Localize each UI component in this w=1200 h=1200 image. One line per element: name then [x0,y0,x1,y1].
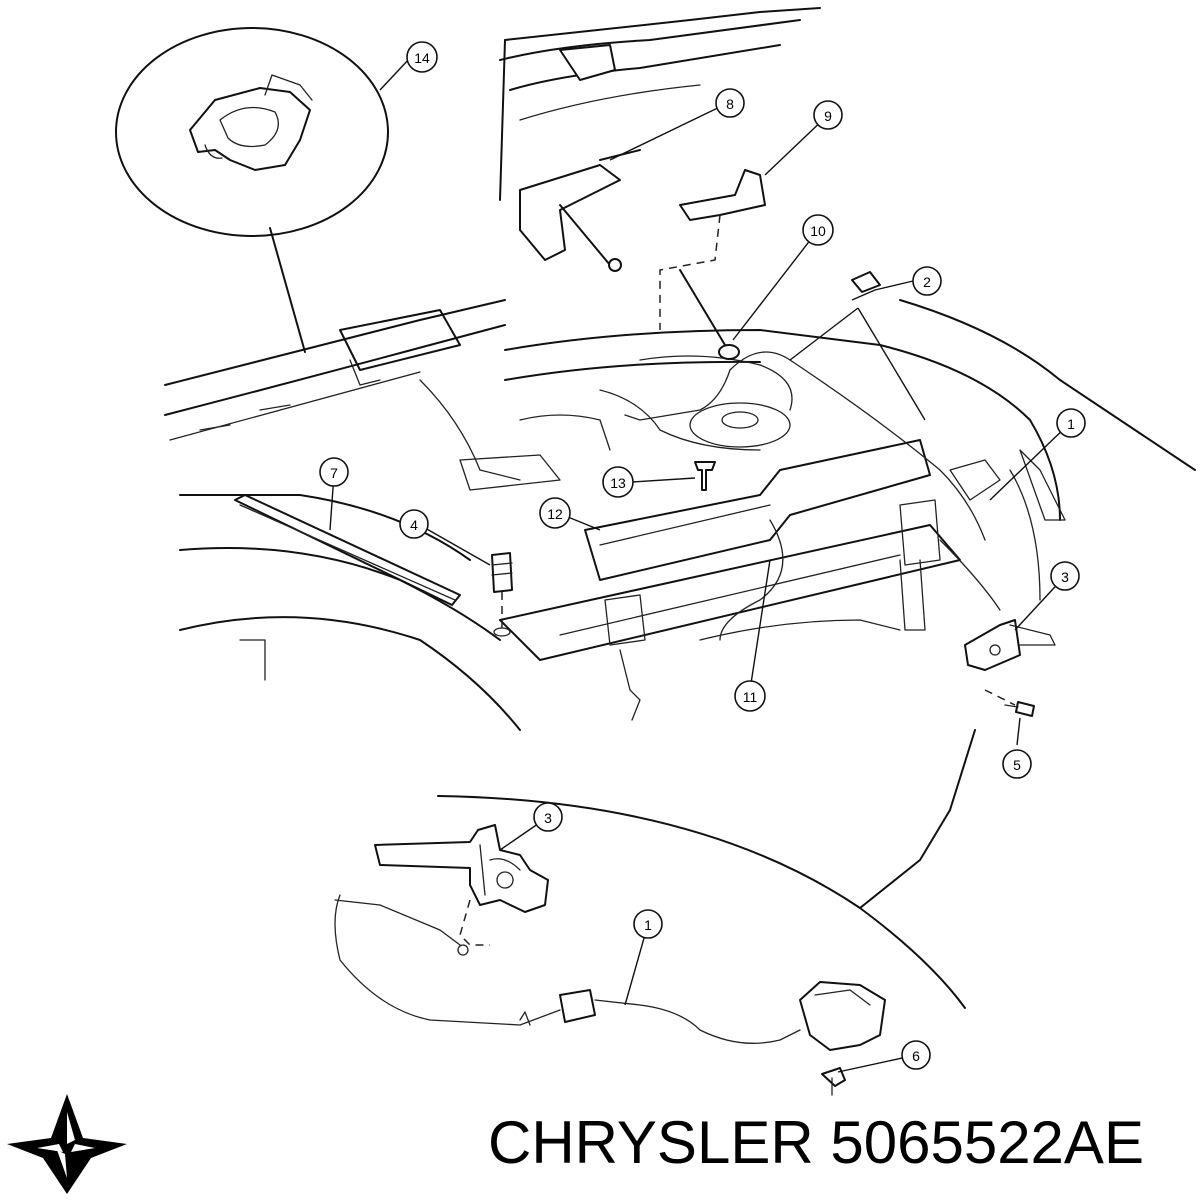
lower-detail-view [437,729,976,1009]
push-pin-13 [694,461,716,491]
pentastar-logo-icon [7,1094,127,1194]
callout-number: 11 [743,689,758,705]
callout-c1b: 1 [633,909,663,939]
callout-number: 6 [912,1048,920,1064]
callout-circle [399,509,429,539]
hood-insulator-12 [584,439,931,581]
callout-c4: 4 [399,509,429,539]
detail-view-14 [115,27,389,353]
callout-number: 1 [1067,416,1075,432]
callout-c6: 6 [901,1040,931,1070]
callout-labels: 14 8 9 10 2 1 7 13 12 4 3 11 5 3 1 6 [319,41,1086,1070]
callout-c8: 8 [715,88,745,118]
callout-number: 9 [824,108,832,124]
callout-circle [901,1040,931,1070]
brand-name: CHRYSLER [488,1109,814,1176]
callout-circle [633,909,663,939]
prop-rod-grommet-10 [679,269,740,360]
callout-circle [1056,408,1086,438]
callout-circle [1002,749,1032,779]
release-cable-upper [624,351,986,641]
leader-lines [329,57,1071,1073]
callout-circle [406,41,438,73]
callout-c3b: 3 [533,802,563,832]
callout-c12: 12 [539,497,571,529]
hood-bumper-4 [491,552,513,637]
screw-6 [821,1067,846,1096]
callout-number: 7 [330,465,338,481]
callout-number: 12 [547,506,563,522]
hood-seal-9 [659,169,766,330]
callout-c2: 2 [912,266,942,296]
brand-part-caption: CHRYSLER 5065522AE [488,1108,1144,1178]
callout-circle [802,214,834,246]
callout-circle [715,88,745,118]
release-handle [799,981,886,1051]
callout-number: 3 [1061,569,1069,585]
part-number: 5065522AE [830,1109,1144,1176]
callout-c9: 9 [813,100,843,130]
callout-number: 3 [544,810,552,826]
callout-number: 10 [810,223,826,239]
callout-c14: 14 [406,41,438,73]
seal-strip-7 [234,494,461,606]
callout-circle [912,266,942,296]
callout-circle [602,466,634,498]
callout-c3a: 3 [1050,561,1080,591]
callout-number: 4 [410,517,418,533]
release-cable-1 [334,894,801,1044]
callout-number: 5 [1013,757,1021,773]
bracket-part-14 [189,74,313,171]
callout-number: 2 [923,274,931,290]
callout-c13: 13 [602,466,634,498]
vehicle-body-structure [164,7,1196,731]
callout-c1a: 1 [1056,408,1086,438]
callout-circle [1050,561,1080,591]
callout-number: 13 [610,475,626,491]
callout-circle [734,680,766,712]
bolt-5 [984,689,1035,717]
callout-c7: 7 [319,457,349,487]
hood-hinge-8 [519,149,641,272]
callout-number: 8 [726,96,734,112]
callout-c5: 5 [1002,749,1032,779]
callout-circle [533,802,563,832]
callout-circle [539,497,571,529]
callout-c10: 10 [802,214,834,246]
callout-number: 1 [644,917,652,933]
callout-number: 14 [414,50,430,66]
callout-circle [813,100,843,130]
clip-2 [851,271,881,293]
callout-circle [319,457,349,487]
hood-latch-3-detail [374,824,549,946]
callout-c11: 11 [734,680,766,712]
hood-latch-3-installed [964,619,1056,671]
